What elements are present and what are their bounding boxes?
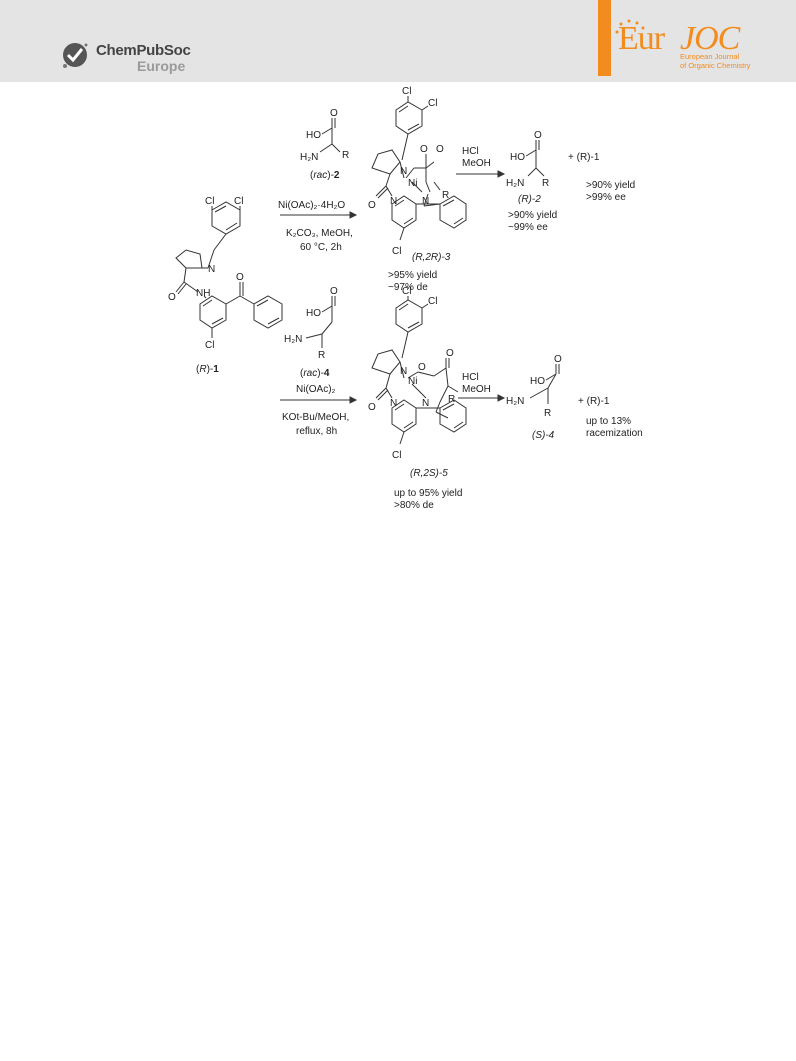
yield-text: >90% yield [508,210,557,221]
condition-text: HCl [462,146,479,157]
atom-h2n-label: H₂N [506,178,524,189]
journal-logo-accent: JOC [680,20,740,57]
ligand-1-structure [175,201,283,338]
de-text: >80% de [394,500,434,511]
atom-ho-label: HO [306,130,321,141]
publisher-name: ChemPubSoc [96,42,191,59]
racemization-text: racemization [586,428,643,439]
atom-ni-label: Ni [408,376,417,387]
atom-ho-label: HO [530,376,545,387]
condition-text: MeOH [462,158,491,169]
recovered-ligand-label: + (R)-1 [568,152,600,163]
yield-text: >95% yield [388,270,437,281]
atom-o-label: O [236,272,244,283]
compound-label-3: (R,2R)-3 [412,252,451,263]
condition-text: 60 °C, 2h [300,242,342,253]
atom-cl-label: Cl [392,246,401,257]
condition-text: HCl [462,372,479,383]
complex-3-structure [371,96,467,241]
yield-text: up to 95% yield [394,488,462,499]
atom-h2n-label: H₂N [506,396,524,407]
atom-h2n-label: H₂N [300,152,318,163]
compound-label-r-2: (R)-2 [518,194,541,205]
compound-label-rac-4: (rac)-4 [300,368,330,379]
atom-o-label: O [534,130,542,141]
ee-text: ~99% ee [508,222,548,233]
reaction-scheme: Cl Cl N O NH O Cl HO O H₂N R Cl Cl N Ni … [168,86,643,511]
atom-o-label: O [420,144,428,155]
atom-r-label: R [442,190,449,201]
compound-label-5: (R,2S)-5 [410,468,448,479]
condition-text: MeOH [462,384,491,395]
complex-5-structure [371,296,467,445]
atom-o-label: O [168,292,176,303]
atom-cl-label: Cl [205,196,214,207]
atom-r-label: R [448,394,455,405]
atom-o-label: O [368,402,376,413]
atom-cl-label: Cl [402,286,411,297]
atom-o-label: O [554,354,562,365]
atom-r-label: R [318,350,325,361]
atom-n-label: N [208,264,215,275]
recovered-ligand-label: + (R)-1 [578,396,610,407]
publisher-region: Europe [137,58,186,74]
atom-cl-label: Cl [234,196,243,207]
atom-ho-label: HO [306,308,321,319]
journal-star-icon [615,19,645,34]
atom-cl-label: Cl [392,450,401,461]
atom-o-label: O [418,362,426,373]
atom-n-label: N [400,166,407,177]
atom-r-label: R [542,178,549,189]
atom-o-label: O [436,144,444,155]
condition-text: Ni(OAc)₂ [296,384,336,395]
atom-o-label: O [330,286,338,297]
journal-logo-subtitle: European Journal of Organic Chemistry [680,52,751,70]
condition-text: Ni(OAc)₂·4H₂O [278,200,345,211]
product-4-structure [529,364,560,404]
accent-bar [598,0,611,76]
journal-logo-main: Eur [618,20,665,57]
condition-text: KOt-Bu/MeOH, [282,412,349,423]
atom-r-label: R [544,408,551,419]
atom-n-label: N [400,366,407,377]
compound-label-rac-2: (rac)-2 [310,170,340,181]
condition-text: reflux, 8h [296,426,337,437]
chempubsoc-logo-icon [63,43,88,68]
atom-cl-label: Cl [205,340,214,351]
racemization-text: up to 13% [586,416,631,427]
atom-nh-label: NH [196,288,210,299]
atom-ho-label: HO [510,152,525,163]
atom-cl-label: Cl [428,296,437,307]
atom-cl-label: Cl [428,98,437,109]
de-text: ~97% de [388,282,428,293]
atom-o-label: O [446,348,454,359]
atom-n-label: N [390,398,397,409]
reagent-2-structure [319,118,341,153]
condition-text: K₂CO₃, MeOH, [286,228,353,239]
atom-n-label: N [390,196,397,207]
atom-r-label: R [342,150,349,161]
product-2-structure [525,140,545,177]
atom-o-label: O [368,200,376,211]
ee-text: >99% ee [586,192,626,203]
atom-n-label: N [422,196,429,207]
atom-cl-label: Cl [402,86,411,97]
atom-o-label: O [330,108,338,119]
yield-text: >90% yield [586,180,635,191]
atom-h2n-label: H₂N [284,334,302,345]
atom-n-label: N [422,398,429,409]
journal-header: ChemPubSoc Europe Eur JOC European Journ… [0,0,796,82]
compound-label-1: (R)-1 [196,364,219,375]
compound-label-s-4: (S)-4 [532,430,555,441]
reagent-4-structure [305,296,336,348]
atom-ni-label: Ni [408,178,417,189]
